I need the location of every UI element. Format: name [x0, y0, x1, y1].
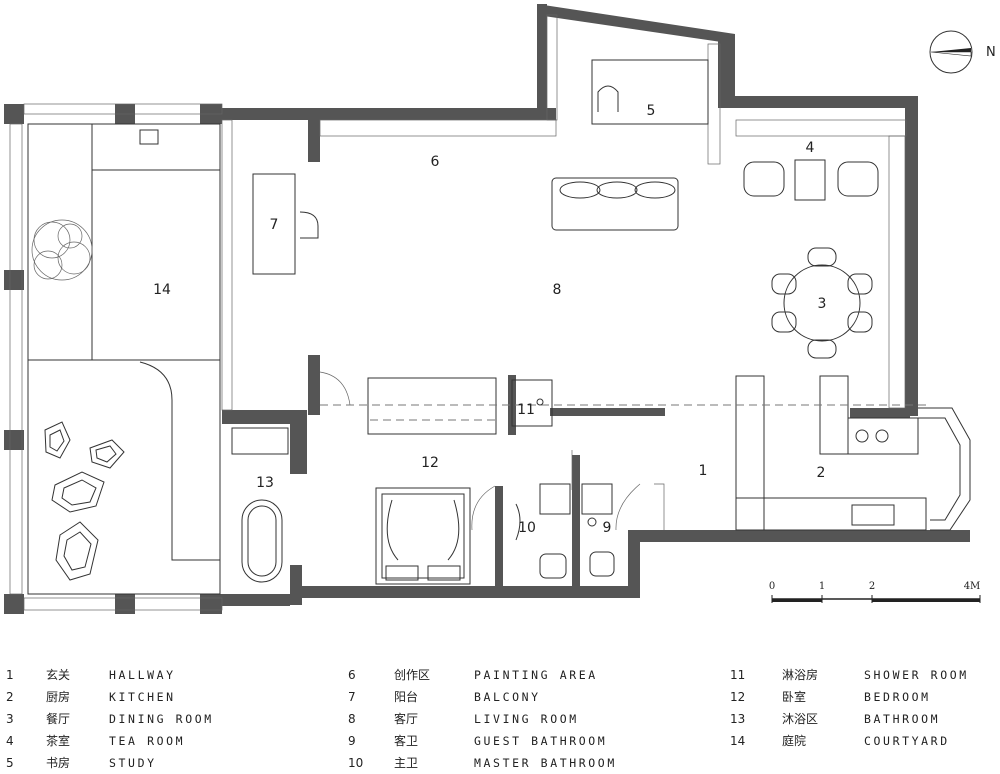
scale-bar: 0 1 2 4M — [769, 581, 981, 603]
legend-number: 5 — [6, 756, 14, 770]
room-number-8: 8 — [553, 282, 562, 298]
legend-number: 13 — [730, 712, 746, 726]
legend-number: 1 — [6, 668, 14, 682]
legend-chinese: 茶室 — [46, 734, 71, 748]
room-number-13: 13 — [256, 475, 274, 491]
balcony — [252, 173, 319, 275]
legend-english: LIVING ROOM — [474, 712, 579, 726]
bathtub-icon — [231, 427, 289, 583]
courtyard — [27, 123, 221, 595]
bed-icon — [375, 487, 471, 585]
compass-label: N — [986, 45, 996, 60]
legend-number: 7 — [348, 690, 356, 704]
tea-room-furniture — [743, 159, 879, 201]
room-number-4: 4 — [806, 140, 815, 156]
legend-number: 2 — [6, 690, 14, 704]
legend-english: BALCONY — [474, 690, 541, 704]
legend-number: 10 — [348, 756, 364, 770]
shower-room — [511, 379, 553, 427]
legend-chinese: 厨房 — [46, 690, 71, 704]
room-number-14: 14 — [153, 282, 171, 298]
legend-english: STUDY — [109, 756, 157, 770]
legend-chinese: 餐厅 — [46, 712, 71, 726]
legend-number: 9 — [348, 734, 356, 748]
kitchen — [735, 375, 971, 531]
scale-label-0: 0 — [769, 581, 775, 592]
legend-number: 8 — [348, 712, 356, 726]
scale-label-2: 2 — [869, 581, 875, 592]
legend-chinese: 客厅 — [394, 712, 419, 726]
room-labels: 1 2 3 4 5 6 7 8 9 10 11 12 13 14 — [153, 103, 826, 536]
legend-chinese: 淋浴房 — [782, 668, 819, 682]
room-number-11: 11 — [517, 402, 535, 418]
room-number-3: 3 — [818, 296, 827, 312]
room-number-2: 2 — [817, 465, 826, 481]
room-number-7: 7 — [270, 217, 279, 233]
legend-chinese: 沐浴区 — [782, 712, 819, 726]
legend-english: SHOWER ROOM — [864, 668, 969, 682]
scale-label-4m: 4M — [964, 581, 981, 592]
legend-chinese: 书房 — [46, 756, 71, 770]
legend-number: 14 — [730, 734, 746, 748]
exterior-walls — [4, 4, 970, 614]
legend-number: 12 — [730, 690, 746, 704]
room-number-10: 10 — [518, 520, 536, 536]
legend-number: 6 — [348, 668, 356, 682]
room-number-12: 12 — [421, 455, 439, 471]
room-number-5: 5 — [647, 103, 656, 119]
legend-english: GUEST BATHROOM — [474, 734, 608, 748]
scale-label-1: 1 — [819, 581, 825, 592]
legend-chinese: 创作区 — [394, 668, 431, 682]
dining-table-icon — [771, 247, 873, 359]
legend-english: TEA ROOM — [109, 734, 186, 748]
legend-english: KITCHEN — [109, 690, 176, 704]
legend-chinese: 卧室 — [782, 690, 807, 704]
legend-english: HALLWAY — [109, 668, 176, 682]
legend-chinese: 客卫 — [394, 734, 419, 748]
legend-english: DINING ROOM — [109, 712, 214, 726]
legend-english: MASTER BATHROOM — [474, 756, 617, 770]
master-bathroom — [515, 483, 571, 579]
north-compass-icon — [929, 30, 973, 74]
tree-icon — [31, 219, 93, 281]
windows — [9, 14, 907, 611]
legend-chinese: 阳台 — [394, 690, 419, 704]
legend-english: BEDROOM — [864, 690, 931, 704]
garden-stones-icon — [44, 421, 125, 581]
legend-english: BATHROOM — [864, 712, 941, 726]
living-room — [551, 59, 709, 231]
legend-chinese: 玄关 — [46, 668, 71, 682]
legend-english: PAINTING AREA — [474, 668, 598, 682]
legend-number: 11 — [730, 668, 746, 682]
legend-number: 3 — [6, 712, 14, 726]
room-number-6: 6 — [431, 154, 440, 170]
room-number-9: 9 — [603, 520, 612, 536]
legend-english: COURTYARD — [864, 734, 950, 748]
room-number-1: 1 — [699, 463, 708, 479]
wardrobe — [320, 377, 930, 435]
legend-chinese: 主卫 — [394, 756, 419, 770]
doors — [319, 371, 665, 531]
guest-bathroom — [581, 483, 615, 577]
room-legend: 1 玄关 HALLWAY 2 厨房 KITCHEN 3 餐厅 DINING RO… — [0, 662, 1000, 773]
legend-chinese: 庭院 — [782, 734, 807, 748]
legend-number: 4 — [6, 734, 14, 748]
